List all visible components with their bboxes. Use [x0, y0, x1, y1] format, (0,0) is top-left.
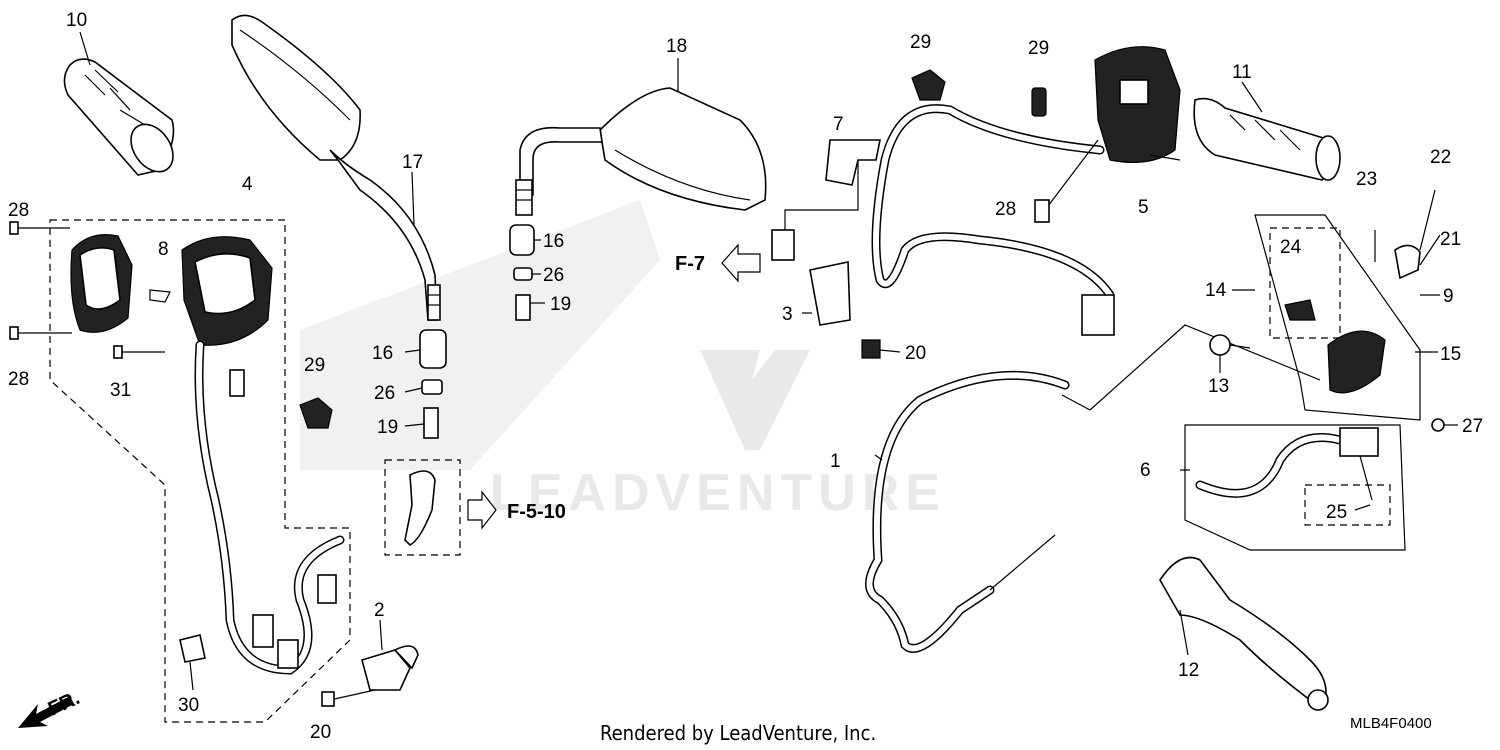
- label-27: 27: [1462, 416, 1483, 437]
- label-11: 11: [1232, 62, 1252, 83]
- label-5: 5: [1138, 197, 1149, 218]
- ref-f510-label: F-5-10: [507, 501, 566, 523]
- label-2: 2: [374, 600, 385, 621]
- label-26b: 26: [374, 383, 395, 404]
- label-28c: 28: [995, 199, 1016, 220]
- label-21: 21: [1440, 229, 1461, 250]
- label-6: 6: [1140, 460, 1151, 481]
- right-grip: [1193, 97, 1341, 181]
- label-12: 12: [1178, 660, 1199, 681]
- clutch-lever: [1159, 556, 1329, 711]
- label-3: 3: [782, 304, 793, 325]
- label-16b: 16: [372, 343, 393, 364]
- leader-lines: [79, 31, 1458, 691]
- ref-f7: F-7: [675, 243, 761, 283]
- part-labels: 10 4 28 8 28 31 17 18 16 26 19 16 26 19 …: [8, 10, 1483, 743]
- left-switch-assembly: [9, 219, 351, 723]
- label-30: 30: [178, 695, 199, 716]
- bracket-2: [321, 645, 419, 707]
- watermark-text: LEADVENTURE: [490, 464, 946, 522]
- right-switch-assembly: [871, 46, 1181, 336]
- label-19b: 19: [377, 417, 398, 438]
- front-direction-arrow: FR.: [18, 687, 83, 728]
- ref-f510: F-5-10: [467, 490, 566, 530]
- label-10: 10: [66, 10, 87, 31]
- label-1: 1: [830, 451, 841, 472]
- label-7: 7: [833, 114, 844, 135]
- left-mirror: [231, 14, 441, 321]
- label-18: 18: [666, 36, 687, 57]
- label-31: 31: [110, 380, 131, 401]
- ref-f7-label: F-7: [675, 253, 705, 275]
- label-29b: 29: [910, 32, 931, 53]
- label-13: 13: [1208, 376, 1229, 397]
- label-16a: 16: [543, 231, 564, 252]
- label-15: 15: [1440, 344, 1461, 365]
- mirror-hardware: [384, 224, 535, 556]
- clutch-lever-assembly: [1209, 189, 1445, 432]
- label-28b: 28: [8, 369, 29, 390]
- clutch-switch: [1184, 424, 1406, 551]
- label-19a: 19: [550, 294, 571, 315]
- label-29c: 29: [1028, 38, 1049, 59]
- label-22: 22: [1430, 147, 1451, 168]
- right-mirror: [515, 87, 767, 216]
- left-grip: [63, 58, 175, 176]
- label-28a: 28: [8, 200, 29, 221]
- label-23: 23: [1356, 169, 1377, 190]
- label-25: 25: [1326, 502, 1347, 523]
- credit-text: Rendered by LeadVenture, Inc.: [600, 721, 876, 745]
- label-9: 9: [1443, 286, 1454, 307]
- label-4: 4: [242, 174, 253, 195]
- label-20b: 20: [905, 343, 926, 364]
- label-17: 17: [402, 152, 423, 173]
- label-29a: 29: [304, 355, 325, 376]
- shading-area: [300, 200, 660, 470]
- label-8: 8: [158, 239, 169, 260]
- label-14: 14: [1205, 280, 1227, 301]
- label-26a: 26: [543, 265, 564, 286]
- clutch-cable: [865, 324, 1321, 653]
- watermark: LEADVENTURE: [490, 350, 946, 522]
- label-20a: 20: [310, 722, 331, 743]
- diagram-code: MLB4F0400: [1350, 715, 1432, 732]
- nut-left: [299, 397, 333, 429]
- label-24: 24: [1280, 237, 1302, 258]
- brackets: [771, 139, 881, 359]
